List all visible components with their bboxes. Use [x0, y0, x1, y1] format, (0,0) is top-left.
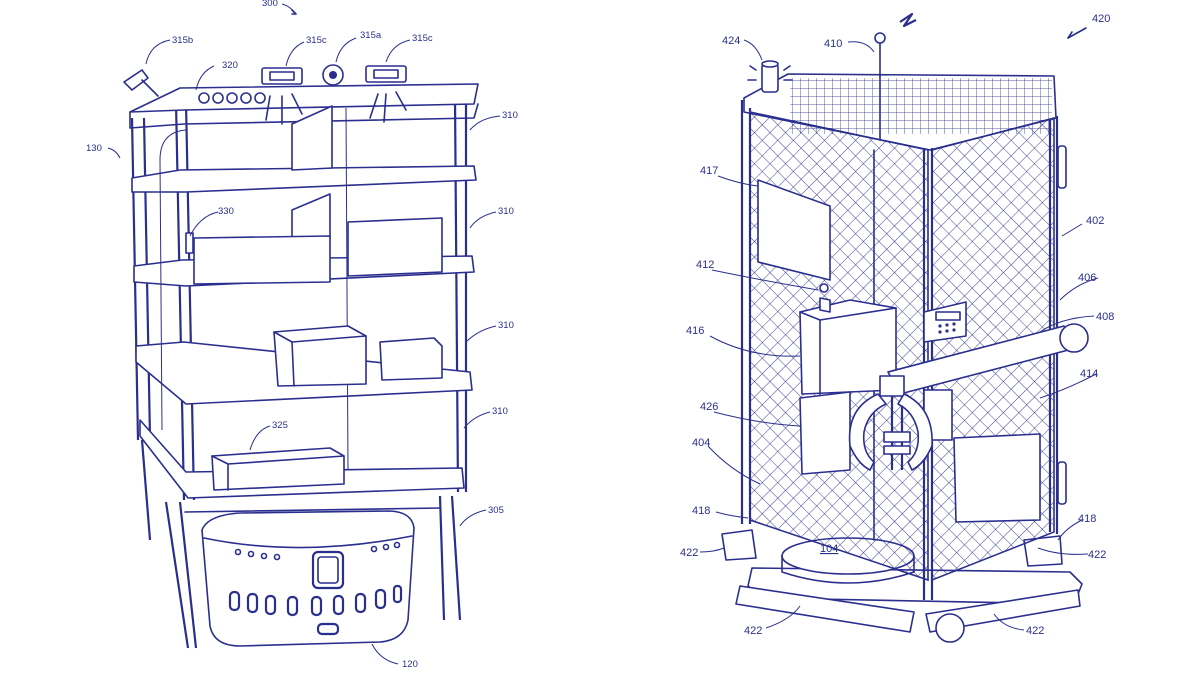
reference-labels-right: 420 424 410 417 402 412 406 408 416 414 …	[680, 13, 1114, 637]
label-104: 104	[820, 543, 838, 555]
tag-330	[185, 232, 194, 254]
label-402: 402	[1086, 215, 1104, 227]
leader-lines-left	[107, 3, 501, 665]
interior	[757, 179, 1041, 523]
label-120: 120	[402, 659, 418, 670]
label-422-bottom-right: 422	[1026, 625, 1044, 637]
label-422-left: 422	[680, 547, 698, 559]
label-330: 330	[218, 206, 234, 217]
label-406: 406	[1078, 272, 1096, 284]
stand-legs	[140, 439, 462, 649]
label-418-left: 418	[692, 505, 710, 517]
label-315c-left: 315c	[306, 35, 327, 46]
shelving-unit-figure	[107, 3, 501, 665]
label-315c-right: 315c	[412, 33, 433, 44]
label-320: 320	[222, 60, 238, 71]
label-422-bottom-left: 422	[744, 625, 762, 637]
label-416: 416	[686, 325, 704, 337]
top-grid	[790, 78, 1052, 134]
top-sensors	[123, 64, 407, 125]
label-410: 410	[824, 38, 842, 50]
label-408: 408	[1096, 311, 1114, 323]
label-420: 420	[1092, 13, 1110, 25]
label-412: 412	[696, 259, 714, 271]
label-310-c: 310	[498, 320, 514, 331]
label-418-right: 418	[1078, 513, 1096, 525]
label-414: 414	[1080, 368, 1098, 380]
beacon-and-antenna	[747, 12, 1087, 93]
label-310-a: 310	[502, 110, 518, 121]
label-426: 426	[700, 401, 718, 413]
label-424: 424	[722, 35, 740, 47]
keypad	[923, 301, 967, 343]
label-300: 300	[262, 0, 278, 9]
label-130: 130	[86, 143, 102, 154]
label-315a: 315a	[360, 30, 382, 41]
label-310-d: 310	[492, 406, 508, 417]
label-315b: 315b	[172, 35, 193, 46]
packages	[185, 105, 443, 491]
label-305: 305	[488, 505, 504, 516]
label-422-right: 422	[1088, 549, 1106, 561]
leader-lines-right	[699, 39, 1099, 631]
locker-cage-figure	[699, 12, 1099, 643]
label-310-b: 310	[498, 206, 514, 217]
robotic-arm	[848, 323, 1089, 471]
reference-labels-left: 300 130 315b 320 315c 315a 315c 310 310 …	[86, 0, 518, 670]
mobile-robot	[201, 510, 415, 647]
label-325: 325	[272, 420, 288, 431]
label-404: 404	[692, 437, 710, 449]
label-417: 417	[700, 165, 718, 177]
